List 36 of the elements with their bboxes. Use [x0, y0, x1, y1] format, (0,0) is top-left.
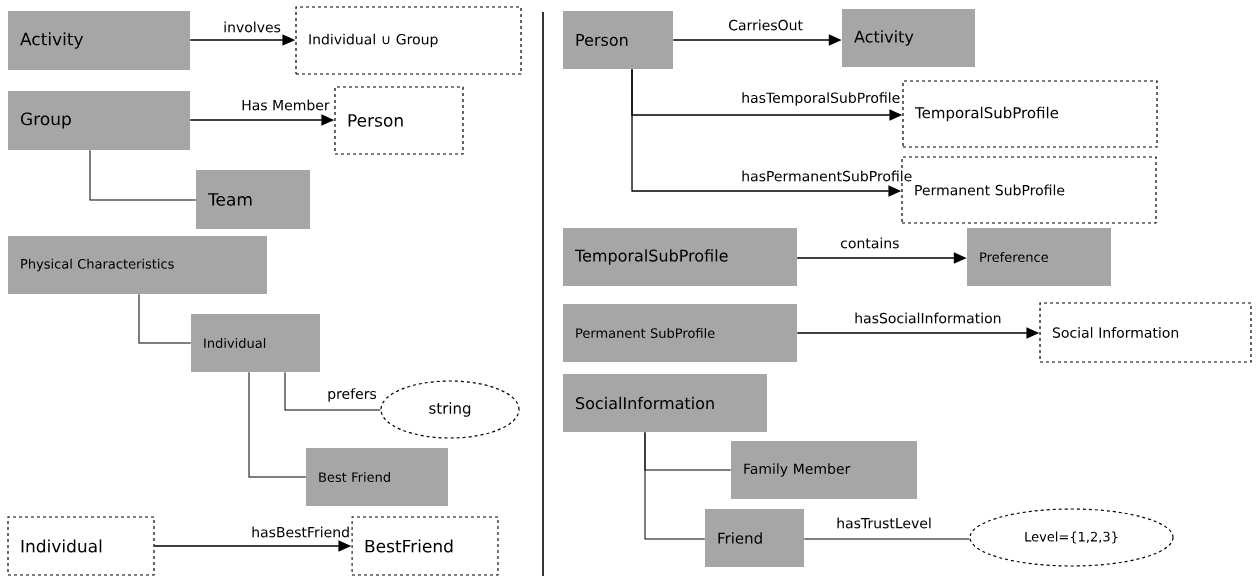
connector-line [89, 149, 197, 201]
class-box: Person [563, 11, 673, 69]
dashed-box: TemporalSubProfile [902, 80, 1158, 148]
edge-label: hasBestFriend [250, 525, 351, 539]
edge-label: contains [839, 236, 901, 250]
edge-label: prefers [326, 387, 378, 403]
class-box: Group [8, 91, 190, 150]
dashed-box: Individual ∪ Group [295, 6, 522, 75]
class-box: TemporalSubProfile [563, 228, 797, 286]
connector-line [138, 293, 192, 344]
class-box: Activity [842, 9, 975, 67]
connector-line [803, 538, 970, 540]
dashed-box: Social Information [1039, 302, 1252, 363]
dashed-box: Person [334, 86, 464, 155]
edge-label: CarriesOut [727, 18, 804, 32]
edge-label: hasTrustLevel [835, 516, 933, 530]
connector-line [284, 371, 381, 411]
edge-label: hasSocialInformation [853, 311, 1003, 325]
class-box: Individual [191, 314, 320, 372]
dashed-box: Individual [7, 516, 155, 576]
edge-label: hasPermanentSubProfile [740, 169, 914, 183]
connector-line [248, 371, 307, 478]
edge-label: involves [222, 20, 282, 34]
class-box: Family Member [731, 441, 917, 499]
class-box: Team [196, 170, 310, 229]
class-box: Preference [967, 228, 1111, 286]
connector-line [644, 431, 706, 540]
dashed-box: BestFriend [351, 516, 499, 576]
class-box: Friend [705, 509, 804, 567]
edge-label: hasTemporalSubProfile [740, 91, 902, 107]
class-box: Physical Characteristics [8, 236, 267, 294]
class-box: SocialInformation [563, 374, 767, 432]
class-box: Activity [8, 11, 190, 70]
edge-label: Has Member [240, 98, 331, 112]
class-box: Best Friend [306, 448, 448, 506]
class-box: Permanent SubProfile [563, 304, 797, 362]
